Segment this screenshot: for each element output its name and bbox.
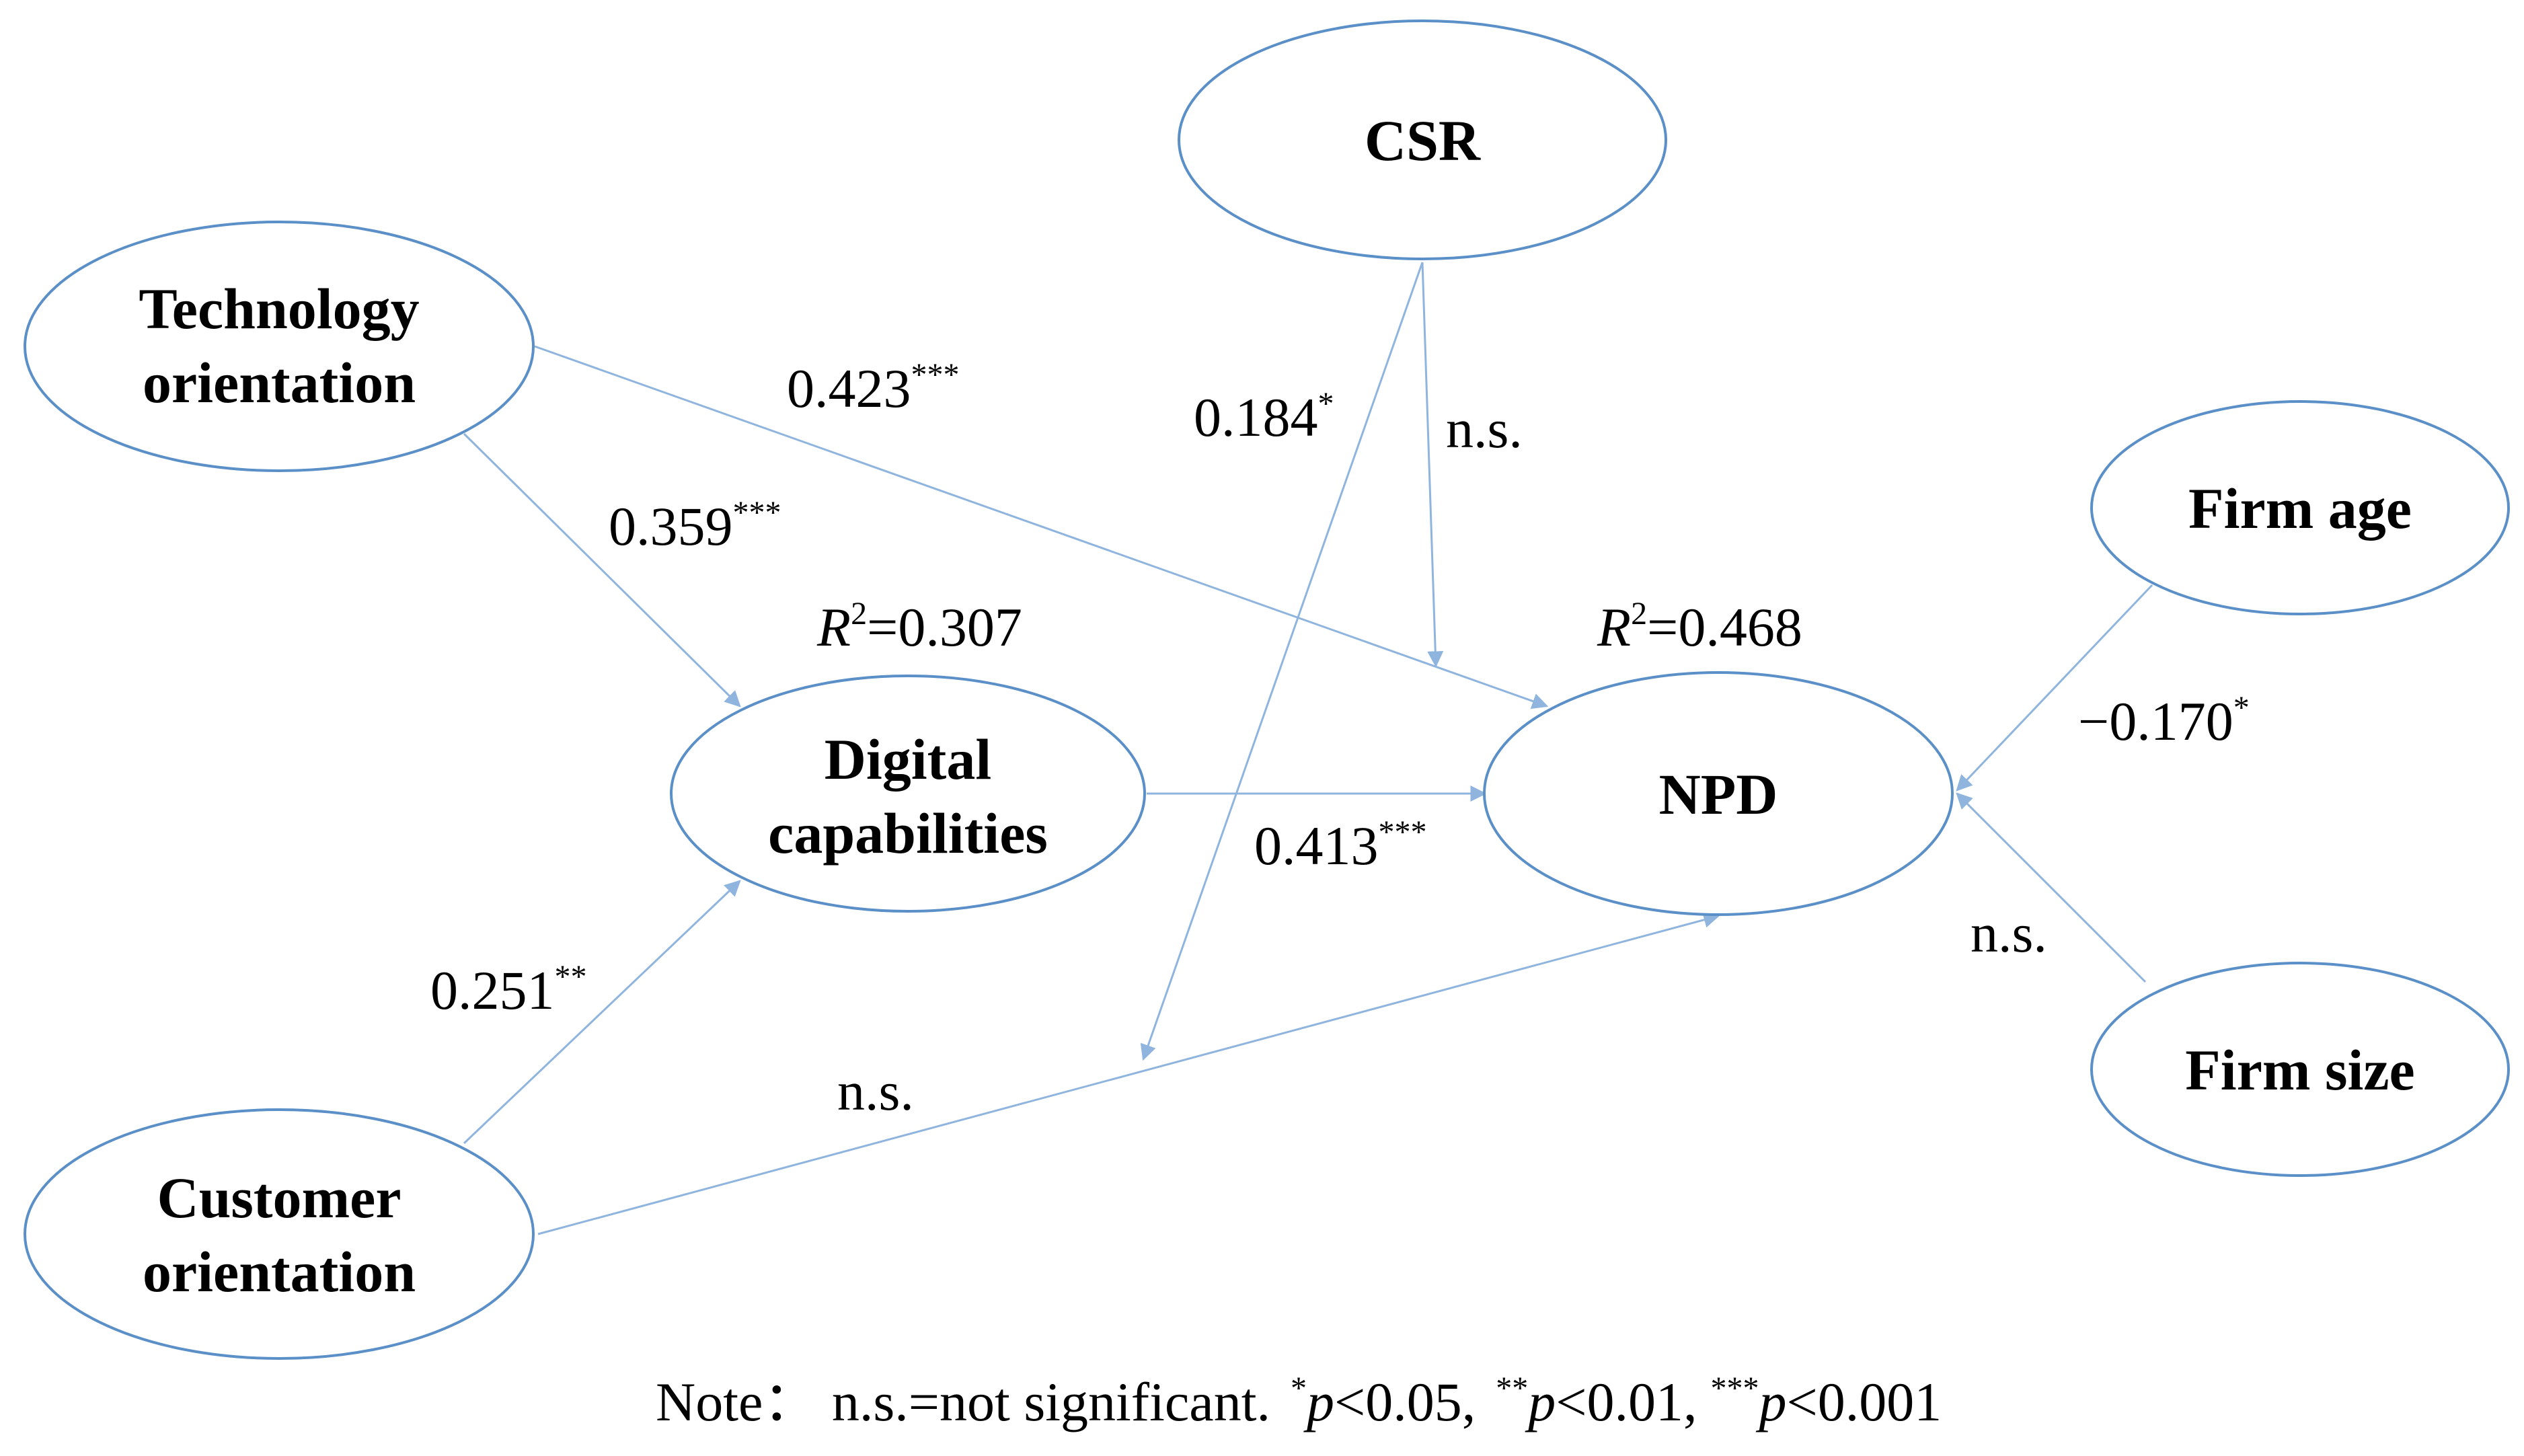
coef-cust-to-dc-sig: ** — [555, 959, 587, 995]
note-prefix: Note： n.s.=not significant. — [656, 1371, 1270, 1432]
edge-tech-to-dc — [463, 432, 741, 707]
coef-cust-to-dc: 0.251** — [430, 959, 587, 1021]
note-p2: p — [1525, 1371, 1556, 1432]
firm-age-label: Firm age — [2188, 476, 2412, 541]
node-firm-size: Firm size — [2090, 962, 2510, 1177]
customer-orientation-line1: Customer — [157, 1165, 401, 1230]
node-npd: NPD — [1483, 671, 1954, 916]
coef-dc-to-npd-value: 0.413 — [1254, 815, 1379, 876]
coef-cust-to-npd: n.s. — [837, 1061, 914, 1122]
coef-csr-to-npd: n.s. — [1446, 398, 1523, 459]
node-technology-orientation: Technology orientation — [24, 221, 535, 472]
r2-npd-value: =0.468 — [1647, 597, 1802, 658]
coef-tech-to-npd: 0.423*** — [787, 357, 960, 419]
edge-firm-size-to-npd — [1956, 792, 2147, 983]
r2-npd-power: 2 — [1631, 596, 1647, 631]
coef-tech-to-npd-value: 0.423 — [787, 358, 911, 419]
npd-label: NPD — [1659, 762, 1778, 827]
coef-csr-moderation: 0.184* — [1194, 386, 1334, 448]
coef-tech-to-dc: 0.359*** — [609, 495, 781, 557]
customer-orientation-line2: orientation — [143, 1239, 416, 1304]
r2-npd-symbol: R — [1597, 597, 1631, 658]
note-sig1-mark: * — [1291, 1371, 1307, 1406]
coef-csr-moderation-sig: * — [1318, 386, 1334, 422]
coef-tech-to-npd-sig: *** — [911, 357, 960, 393]
node-customer-orientation: Customer orientation — [24, 1108, 535, 1360]
note-p1: p — [1303, 1371, 1334, 1432]
note-sig2-text: <0.01, — [1556, 1371, 1697, 1432]
coef-firm-age-to-npd-sig: * — [2233, 690, 2250, 726]
csr-label: CSR — [1365, 108, 1481, 173]
technology-orientation-line1: Technology — [139, 276, 419, 341]
coef-csr-to-npd-value: n.s. — [1446, 398, 1523, 459]
coef-firm-size-to-npd-value: n.s. — [1971, 903, 2047, 964]
r2-digital-capabilities: R2=0.307 — [816, 596, 1022, 658]
note-sig3-mark: *** — [1710, 1371, 1759, 1406]
node-digital-capabilities: Digital capabilities — [670, 675, 1146, 913]
firm-size-label: Firm size — [2185, 1038, 2414, 1102]
edge-firm-age-to-npd — [1956, 584, 2153, 792]
r2-dc-power: 2 — [851, 596, 867, 631]
digital-capabilities-line1: Digital — [825, 727, 991, 792]
note-sig2-mark: ** — [1496, 1371, 1528, 1406]
r2-dc-value: =0.307 — [867, 597, 1022, 658]
coef-cust-to-dc-value: 0.251 — [430, 960, 555, 1021]
coef-firm-age-to-npd: −0.170* — [2078, 690, 2250, 752]
node-firm-age: Firm age — [2090, 400, 2510, 615]
coef-tech-to-dc-value: 0.359 — [609, 496, 733, 557]
r2-dc-symbol: R — [816, 597, 851, 658]
edge-csr-to-npd — [1421, 262, 1444, 668]
coef-csr-moderation-value: 0.184 — [1194, 387, 1318, 448]
edge-cust-to-npd — [537, 912, 1720, 1235]
coef-firm-age-to-npd-value: −0.170 — [2078, 691, 2233, 752]
digital-capabilities-line2: capabilities — [768, 801, 1048, 866]
coef-tech-to-dc-sig: *** — [733, 495, 781, 531]
note-p3: p — [1755, 1371, 1786, 1432]
edge-cust-to-dc — [463, 880, 741, 1145]
edge-tech-to-npd — [534, 345, 1549, 710]
node-csr: CSR — [1178, 20, 1667, 260]
note-sig3-text: <0.001 — [1786, 1371, 1942, 1432]
coef-dc-to-npd-sig: *** — [1379, 814, 1427, 850]
note: Note： n.s.=not significant.*p<0.05,**p<0… — [656, 1371, 1942, 1432]
note-sig1-text: <0.05, — [1334, 1371, 1476, 1432]
technology-orientation-line2: orientation — [143, 350, 416, 415]
r2-npd: R2=0.468 — [1597, 596, 1802, 658]
coef-firm-size-to-npd: n.s. — [1971, 903, 2047, 964]
coef-cust-to-npd-value: n.s. — [837, 1061, 914, 1122]
coef-dc-to-npd: 0.413*** — [1254, 814, 1427, 876]
edge-csr-moderation — [1140, 262, 1424, 1061]
